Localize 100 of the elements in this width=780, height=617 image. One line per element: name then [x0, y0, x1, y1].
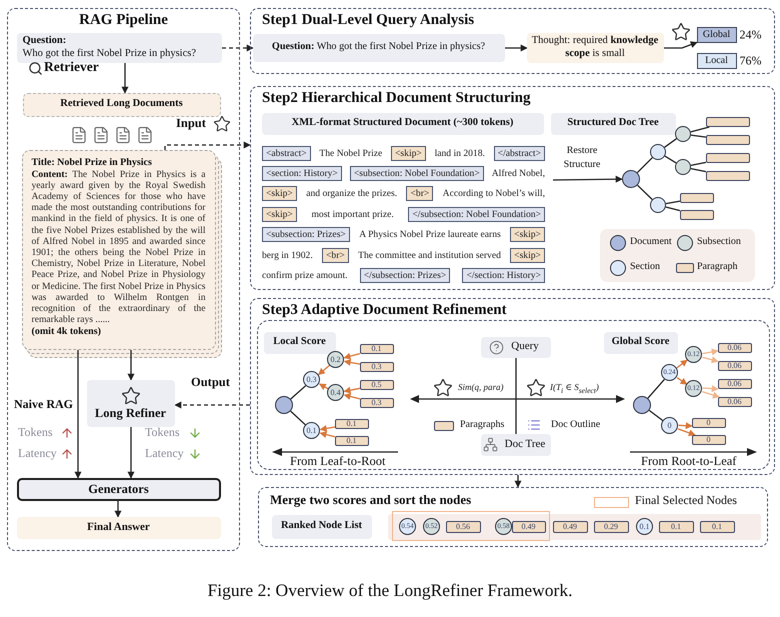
- document-text: confirm prize amount.: [262, 270, 348, 282]
- text-label: Latency: [145, 447, 184, 460]
- document-text: berg in 1902.: [262, 250, 313, 261]
- tag-text: <section: History>: [266, 167, 338, 180]
- box-label: Generators: [87, 482, 150, 496]
- document-text: most important prize.: [311, 208, 394, 220]
- score-box: [360, 380, 394, 390]
- text-label: From Root-to-Leaf: [641, 455, 736, 469]
- dashed-panel: [7, 8, 240, 551]
- score-value: 0.06: [728, 398, 742, 406]
- connector-line: [290, 410, 306, 426]
- arrow: [676, 377, 688, 385]
- tag-text: <skip>: [514, 248, 541, 262]
- connector-line: [637, 184, 653, 200]
- score-value: 0.5: [372, 380, 382, 388]
- score-value: 0: [668, 422, 672, 430]
- legend-label: Final Selected Nodes: [635, 494, 737, 508]
- box-label: Ranked Node List: [280, 520, 364, 533]
- arrow: [128, 427, 134, 479]
- arrow: [344, 386, 360, 394]
- arrow: [514, 475, 522, 488]
- dashed-panel: [250, 298, 775, 475]
- xml-tag: [462, 268, 545, 284]
- connector-line: [648, 410, 664, 422]
- document-text: Alfred Nobel,: [492, 168, 545, 180]
- panel-title: Step3 Adaptive Document Refinement: [262, 302, 507, 319]
- arrow: [174, 402, 250, 408]
- box-label: Doc Tree: [504, 438, 546, 452]
- xml-tag: [360, 268, 450, 284]
- arrow: [222, 44, 254, 52]
- score-circle: [303, 422, 320, 439]
- score-circle: [685, 346, 702, 363]
- document-text: According to Nobel’s will,: [442, 188, 545, 200]
- xml-tag: [262, 227, 350, 242]
- paragraph-box: [706, 134, 750, 144]
- xml-tag: [408, 206, 545, 222]
- box-label: Question:: [22, 34, 68, 48]
- formula: Sim(q, para): [458, 383, 504, 393]
- connector-line: [664, 138, 677, 148]
- tree-node-circle: [622, 170, 640, 188]
- connector-line: [666, 206, 680, 212]
- score-value: 0.1: [671, 522, 681, 530]
- legend-label: Section: [630, 261, 660, 272]
- paragraph-box: [706, 152, 750, 162]
- box-label: XML-format Structured Document (~300 tokens): [290, 117, 514, 130]
- header-box: [480, 336, 550, 358]
- dashed-panel: [250, 86, 775, 290]
- score-circle: [327, 351, 344, 368]
- tag-text: <subsection: Prizes>: [266, 228, 346, 242]
- tag-text: <br>: [326, 248, 345, 262]
- connector-line: [290, 385, 306, 400]
- box-label: Local Score: [272, 336, 327, 349]
- xml-tag: [494, 146, 545, 161]
- paragraph-box: [706, 116, 750, 126]
- tag-text: <skip>: [266, 208, 293, 221]
- tag-text: </subsection: Prizes>: [364, 269, 446, 282]
- header-box: [252, 34, 504, 62]
- legend-label: Paragraph: [697, 261, 738, 272]
- legend-label: Subsection: [697, 236, 741, 247]
- skip-tag: [510, 248, 545, 263]
- connector-line: [636, 157, 653, 174]
- score-value: 0.06: [728, 344, 742, 352]
- arrow: [128, 350, 134, 381]
- edge-label: Input: [176, 117, 206, 131]
- paragraph-box: [680, 210, 714, 220]
- generator-bar: [16, 478, 220, 500]
- paragraph-box: [706, 170, 750, 180]
- box-label: Retrieved Long Documents: [59, 98, 184, 111]
- skip-tag: [262, 186, 297, 202]
- header-box: [16, 32, 222, 62]
- arrow: [318, 383, 329, 390]
- score-box: [360, 344, 394, 354]
- score-value: 0.3: [372, 362, 382, 370]
- score-value: 0.3: [372, 398, 382, 406]
- arrow: [344, 393, 360, 400]
- text-label: Retriever: [44, 60, 99, 75]
- tag-text: <skip>: [514, 228, 541, 242]
- score-box: [360, 398, 394, 408]
- panel-title: Step2 Hierarchical Document Structuring: [262, 90, 530, 107]
- document-text: The committee and institution served: [358, 250, 501, 261]
- arrow: [344, 352, 360, 360]
- score-value: 0: [706, 418, 710, 426]
- tree-node-circle: [632, 396, 650, 414]
- box-label: Long Refiner: [94, 406, 168, 420]
- xml-tag: [262, 146, 311, 161]
- arrow: [164, 142, 251, 150]
- box-label: Who got the first Nobel Prize in physics?: [22, 48, 198, 60]
- arrow: [702, 356, 719, 364]
- tree-node-circle: [650, 144, 666, 160]
- box-label: Global Score: [610, 336, 670, 349]
- score-value: 0.1: [372, 344, 382, 352]
- formula: I(T$_{i}$ ∈ S$_{select}$): [550, 383, 599, 396]
- score-value: 0.2: [330, 356, 340, 364]
- box-label: Global: [702, 28, 732, 40]
- box-label: Question: Who got the first Nobel Prize in physics?: [270, 41, 486, 54]
- score-box: [360, 362, 394, 372]
- arrow: [676, 360, 688, 368]
- arrow: [553, 176, 623, 183]
- dashed-panel: [250, 8, 775, 74]
- score-value: 0.4: [330, 388, 340, 396]
